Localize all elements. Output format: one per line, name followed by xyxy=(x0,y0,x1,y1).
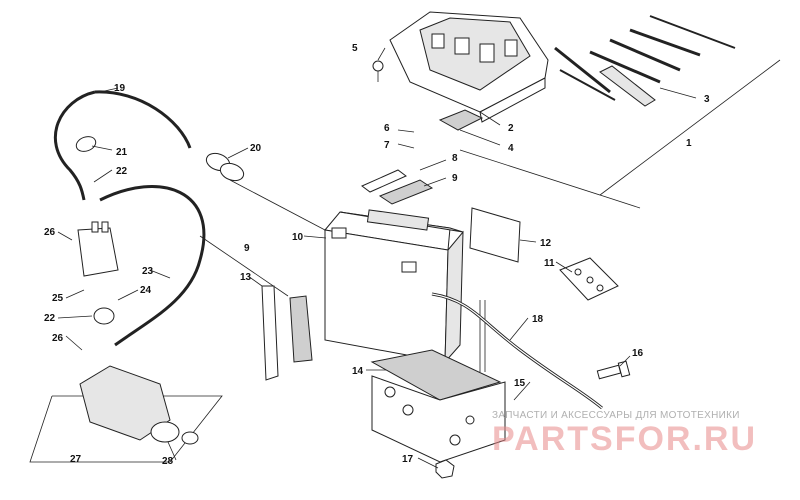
cable-23 xyxy=(99,185,206,347)
callout-27: 27 xyxy=(70,454,82,465)
callout-18: 18 xyxy=(532,314,544,325)
leader-lines xyxy=(57,47,697,469)
callout-11: 11 xyxy=(544,258,555,269)
callout-26-top: 26 xyxy=(44,227,56,238)
nut-17 xyxy=(435,459,455,479)
watermark-brand: PARTSFOR.RU xyxy=(492,420,757,458)
callout-20: 20 xyxy=(250,143,262,154)
group-bracket-27 xyxy=(29,395,223,463)
callout-14: 14 xyxy=(352,366,364,377)
callout-5: 5 xyxy=(352,43,358,54)
callout-9-top: 9 xyxy=(452,173,458,184)
callouts: 1 2 3 4 5 6 7 8 9 9 10 11 12 13 14 15 16… xyxy=(44,43,710,467)
bolt-16 xyxy=(596,360,631,380)
tool-kit-3 xyxy=(554,15,736,107)
callout-17: 17 xyxy=(402,454,414,465)
callout-26-bottom: 26 xyxy=(52,333,64,344)
callout-28: 28 xyxy=(162,456,174,467)
callout-8: 8 xyxy=(452,153,458,164)
callout-3: 3 xyxy=(704,94,710,105)
bracket-13 xyxy=(261,285,279,381)
foam-9-top xyxy=(378,179,434,205)
boot-21 xyxy=(75,136,97,152)
callout-6: 6 xyxy=(384,123,390,134)
cable-19 xyxy=(53,90,96,201)
callout-10: 10 xyxy=(292,232,304,243)
foam-pad-4 xyxy=(438,109,484,131)
battery-box xyxy=(370,300,506,463)
callout-23: 23 xyxy=(142,266,154,277)
starter-motor xyxy=(79,365,199,445)
strap-8 xyxy=(361,169,407,193)
callout-9-side: 9 xyxy=(244,243,250,254)
callout-19: 19 xyxy=(114,83,126,94)
foam-9-side xyxy=(289,295,313,363)
screw-5 xyxy=(372,60,384,82)
callout-22-top: 22 xyxy=(116,166,128,177)
boot-24 xyxy=(93,307,115,325)
hardware-kit-11 xyxy=(559,257,619,301)
group-bracket-1-stem xyxy=(599,194,641,209)
watermark-subtitle: ЗАПЧАСТИ И АКСЕССУАРЫ ДЛЯ МОТОТЕХНИКИ xyxy=(492,410,740,421)
tool-tray xyxy=(389,11,549,123)
callout-13: 13 xyxy=(240,272,252,283)
callout-2: 2 xyxy=(508,123,514,134)
battery xyxy=(324,209,464,364)
callout-21: 21 xyxy=(116,147,128,158)
callout-12: 12 xyxy=(540,238,552,249)
callout-16: 16 xyxy=(632,348,644,359)
cover-plate-12 xyxy=(469,207,521,263)
callout-25: 25 xyxy=(52,293,64,304)
callout-4: 4 xyxy=(508,143,514,154)
callout-7: 7 xyxy=(384,140,390,151)
boot-20 xyxy=(205,152,245,182)
callout-1: 1 xyxy=(686,138,692,149)
callout-22-bottom: 22 xyxy=(44,313,56,324)
callout-15: 15 xyxy=(514,378,526,389)
callout-24: 24 xyxy=(140,285,152,296)
starter-relay xyxy=(77,221,119,277)
